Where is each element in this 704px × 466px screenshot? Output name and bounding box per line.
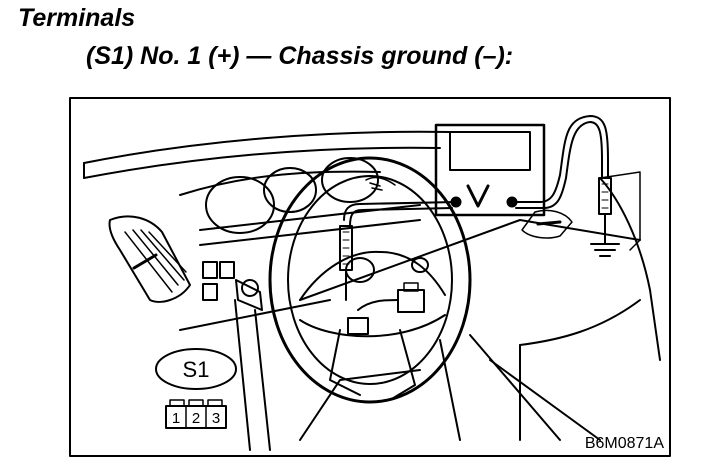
connector-label: S1 — [183, 357, 210, 382]
figure-code: B6M0871A — [585, 435, 664, 452]
connector-label-bubble — [155, 348, 237, 390]
connector-pin: 2 — [192, 410, 200, 427]
instrument-cluster — [205, 157, 396, 234]
negative-probe — [511, 115, 612, 245]
connector-pin: 3 — [212, 410, 220, 427]
dashboard-outline — [83, 130, 661, 451]
air-vent-left — [108, 215, 191, 303]
ground-icon — [590, 243, 620, 257]
page-title: Terminals — [18, 4, 136, 32]
positive-probe — [339, 201, 457, 301]
air-vent-right — [521, 171, 641, 251]
dash-switches — [202, 261, 263, 311]
connector-pin: 1 — [172, 410, 180, 427]
steering-wheel — [268, 156, 472, 404]
terminals-subtitle: (S1) No. 1 (+) — Chassis ground (–): — [86, 42, 514, 70]
connector-pin-block — [165, 399, 227, 429]
figure-frame — [69, 97, 671, 457]
steering-connector — [347, 282, 425, 335]
voltmeter — [434, 123, 546, 217]
